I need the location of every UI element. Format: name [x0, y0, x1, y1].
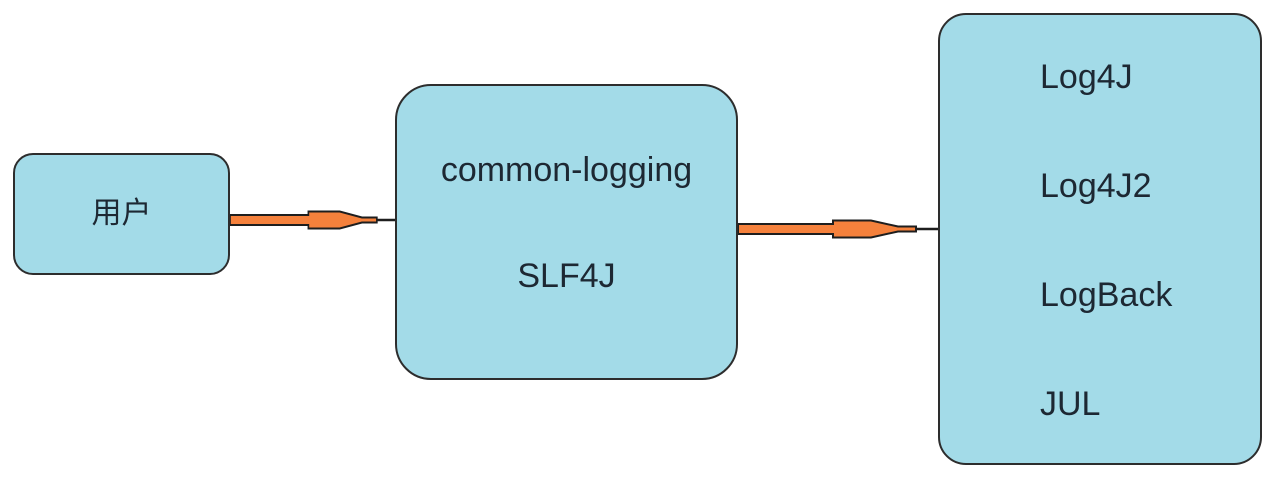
right-arrow-icon: [230, 210, 395, 230]
impl-line-logback: LogBack: [1040, 276, 1173, 314]
facade-line-common-logging: common-logging: [440, 151, 693, 189]
right-arrow-icon: [738, 219, 938, 239]
arrow-user-to-facade: [230, 206, 395, 234]
node-user: 用户: [13, 153, 230, 275]
impl-line-jul: JUL: [1040, 385, 1101, 423]
impl-line-log4j2: Log4J2: [1040, 167, 1152, 205]
facade-line-slf4j: SLF4J: [517, 257, 616, 295]
node-implementations: Log4J Log4J2 LogBack JUL: [938, 13, 1262, 465]
node-user-label: 用户: [91, 197, 152, 230]
arrow-facade-to-implementations: [738, 215, 938, 243]
impl-line-log4j: Log4J: [1040, 58, 1133, 96]
node-facade: common-logging SLF4J: [395, 84, 738, 380]
